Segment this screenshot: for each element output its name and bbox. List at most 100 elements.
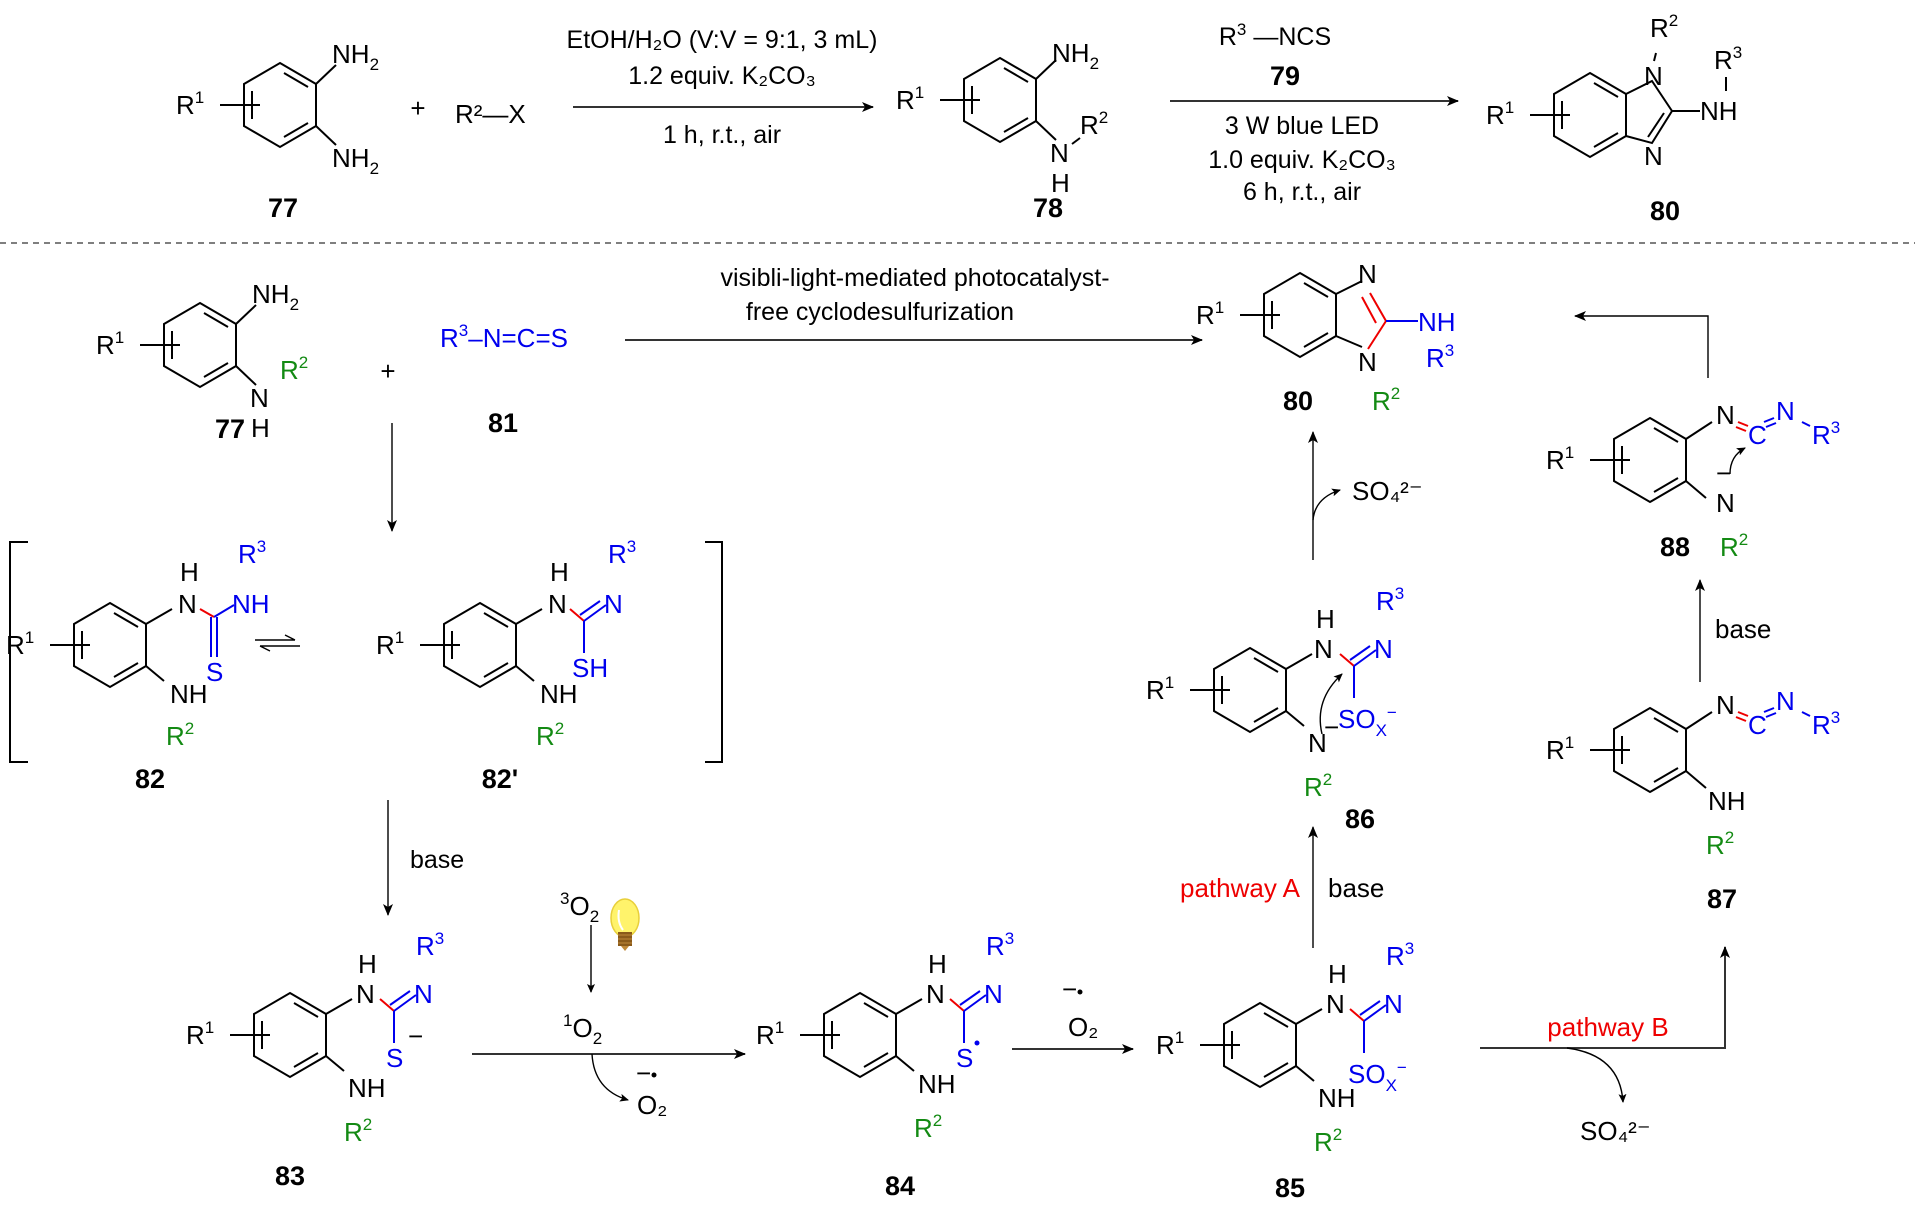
- sulfate-release-arrow: [1312, 488, 1341, 521]
- atom-nh2: NH2: [332, 39, 379, 74]
- compound-number-77: 77: [268, 193, 298, 223]
- atom-r1: R1: [176, 88, 204, 120]
- plus-sign: +: [410, 93, 425, 123]
- compound-number-79: 79: [1270, 61, 1300, 91]
- svg-text:N: N: [926, 979, 945, 1009]
- svg-text:N: N: [178, 589, 197, 619]
- compound-number-80: 80: [1650, 196, 1680, 226]
- svg-text:R3: R3: [1426, 341, 1454, 373]
- reagent-isothiocyanate: R3 —NCS: [1219, 20, 1331, 51]
- svg-text:R3: R3: [1812, 708, 1840, 740]
- svg-text:H: H: [550, 557, 569, 587]
- svg-text:N: N: [1314, 634, 1333, 664]
- svg-text:R2: R2: [344, 1115, 372, 1147]
- svg-text:NH2: NH2: [252, 279, 299, 314]
- compound-88: R1 N C N R3 − N R2: [1546, 396, 1840, 562]
- compound-85: R1 H N N R3 SOX− NH R2: [1156, 939, 1414, 1157]
- triplet-oxygen: 3O2: [560, 889, 599, 926]
- svg-text:S: S: [206, 657, 223, 687]
- compound-number-83: 83: [275, 1161, 305, 1191]
- svg-text:NH: NH: [1418, 307, 1456, 337]
- superoxide-release-arrow: [591, 1053, 629, 1102]
- svg-text:NH2: NH2: [1052, 38, 1099, 73]
- svg-text:N: N: [1050, 138, 1069, 168]
- svg-text:S: S: [956, 1043, 973, 1073]
- svg-text:N: N: [1308, 728, 1327, 758]
- sulfate-byproduct-b: SO₄²⁻: [1580, 1116, 1651, 1146]
- atom-nh2: NH2: [332, 143, 379, 178]
- singlet-oxygen: 1O2: [563, 1011, 602, 1048]
- compound-77-top: R1 NH2 NH2: [176, 39, 379, 178]
- svg-text:H: H: [1316, 604, 1335, 634]
- svg-text:R1: R1: [6, 628, 34, 660]
- label-base-b: base: [1715, 614, 1771, 644]
- arrow-caption-line1: visibli-light-mediated photocatalyst-: [720, 264, 1109, 292]
- svg-text:R3: R3: [986, 929, 1014, 961]
- compound-number-87: 87: [1707, 884, 1737, 914]
- svg-text:N: N: [1384, 989, 1403, 1019]
- svg-text:NH: NH: [540, 679, 578, 709]
- svg-text:N: N: [1776, 396, 1795, 426]
- svg-text:H: H: [251, 413, 270, 443]
- svg-text:R2: R2: [1706, 828, 1734, 860]
- svg-text:R1: R1: [96, 328, 124, 360]
- svg-text:O₂: O₂: [637, 1090, 667, 1120]
- compound-82-prime: R1 H N N R3 SH NH R2: [376, 537, 636, 751]
- svg-text:H: H: [928, 949, 947, 979]
- top-scheme: R1 NH2 NH2 77 + R²—X EtOH/H₂O (V:V = 9:1…: [176, 11, 1742, 226]
- condition-solvent: EtOH/H₂O (V:V = 9:1, 3 mL): [567, 26, 878, 54]
- svg-text:R2: R2: [1080, 108, 1108, 140]
- svg-text:H: H: [1328, 959, 1347, 989]
- svg-text:N: N: [1374, 634, 1393, 664]
- svg-text:−: −: [1062, 974, 1077, 1004]
- compound-77: R1 NH2 N H R2: [96, 279, 308, 443]
- svg-text:R1: R1: [896, 83, 924, 115]
- svg-text:NH: NH: [1318, 1083, 1356, 1113]
- svg-text:R2: R2: [1314, 1125, 1342, 1157]
- compound-83: R1 H N N R3 S − NH R2: [186, 929, 444, 1147]
- svg-text:R2: R2: [1304, 770, 1332, 802]
- svg-text:R1: R1: [1146, 673, 1174, 705]
- condition-light: 3 W blue LED: [1225, 112, 1379, 140]
- svg-text:N: N: [1644, 141, 1663, 171]
- compound-number-78: 78: [1033, 193, 1063, 223]
- compound-number-82: 82: [135, 764, 165, 794]
- condition-base: 1.2 equiv. K₂CO₃: [628, 62, 816, 90]
- compound-number-77: 77: [215, 414, 245, 444]
- compound-number-80: 80: [1283, 386, 1313, 416]
- superoxide-byproduct: − O₂: [636, 1058, 667, 1120]
- svg-text:R3: R3: [1386, 939, 1414, 971]
- svg-text:NH: NH: [348, 1073, 386, 1103]
- compound-number-86: 86: [1345, 804, 1375, 834]
- svg-text:N: N: [1358, 347, 1377, 377]
- compound-87: R1 N C N R3 NH R2: [1546, 686, 1840, 860]
- compound-78-top: R1 NH2 N H R2: [896, 38, 1108, 198]
- svg-text:−: −: [636, 1058, 651, 1088]
- svg-text:R1: R1: [1486, 98, 1514, 130]
- svg-text:R3: R3: [1812, 418, 1840, 450]
- svg-text:R2: R2: [1650, 11, 1678, 43]
- svg-text:R3: R3: [1714, 43, 1742, 75]
- bracket-right: [705, 541, 723, 763]
- svg-text:N: N: [1358, 259, 1377, 289]
- condition-base: 1.0 equiv. K₂CO₃: [1208, 146, 1396, 174]
- compound-number-84: 84: [885, 1171, 915, 1201]
- label-base: base: [410, 846, 464, 874]
- condition-time: 6 h, r.t., air: [1243, 178, 1361, 206]
- svg-text:C: C: [1748, 420, 1767, 450]
- svg-text:R2: R2: [536, 719, 564, 751]
- compound-number-82-prime: 82': [482, 764, 518, 794]
- compound-80: N N R1 NH R3 R2: [1196, 259, 1456, 416]
- svg-text:R1: R1: [186, 1018, 214, 1050]
- svg-text:N: N: [984, 979, 1003, 1009]
- svg-text:N: N: [1716, 690, 1735, 720]
- compound-number-81: 81: [488, 408, 518, 438]
- svg-text:R2: R2: [914, 1111, 942, 1143]
- condition-time: 1 h, r.t., air: [663, 121, 781, 149]
- svg-text:R2: R2: [280, 353, 308, 385]
- svg-text:−: −: [1324, 712, 1339, 742]
- mechanism-scheme: R1 NH2 N H R2 77 + R3–N=C=S 81 visibli-l…: [6, 259, 1840, 1203]
- svg-text:N: N: [356, 979, 375, 1009]
- svg-text:R1: R1: [1196, 298, 1224, 330]
- svg-text:SOX−: SOX−: [1338, 703, 1397, 740]
